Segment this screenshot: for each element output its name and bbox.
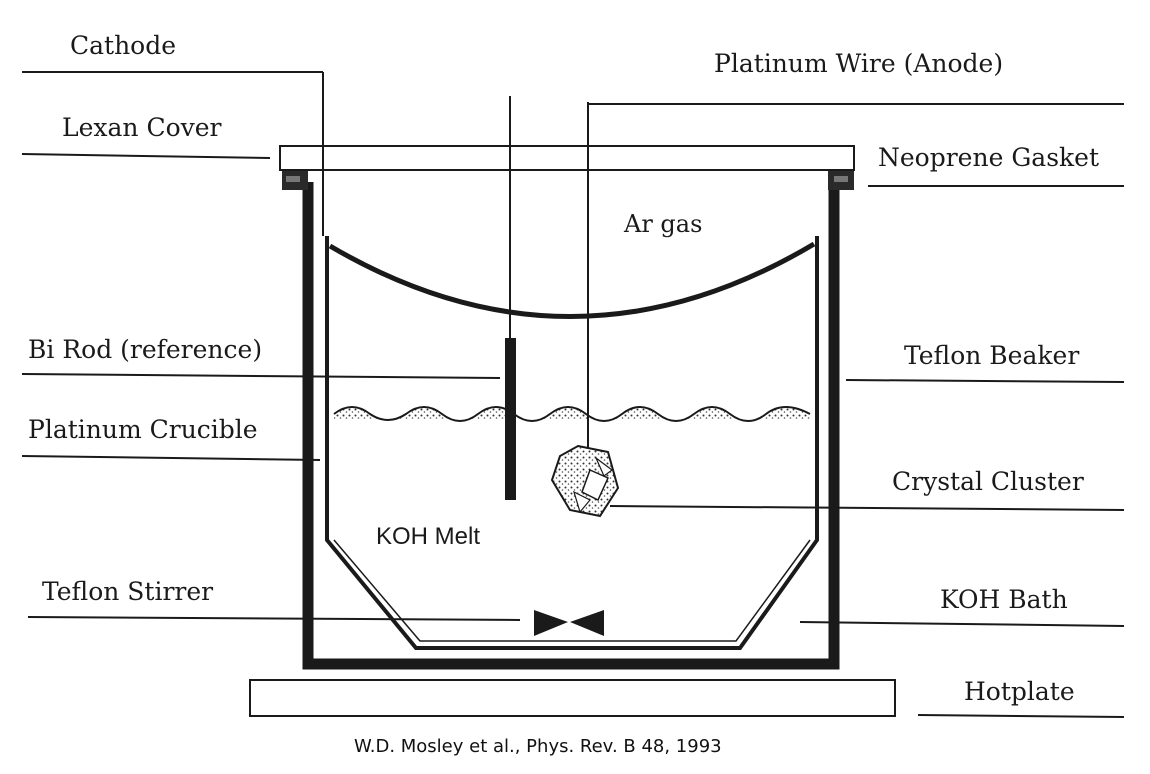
lexan-cover [279, 145, 855, 171]
leader-platinum-crucible [21, 455, 321, 461]
leader-teflon-stirrer [27, 616, 521, 621]
label-cathode: Cathode [70, 31, 176, 60]
label-hotplate: Hotplate [964, 677, 1075, 706]
melt-surface-fill [334, 407, 810, 421]
crystal-cluster [550, 444, 620, 518]
leader-hotplate [917, 714, 1125, 718]
label-teflon-stirrer: Teflon Stirrer [42, 577, 213, 606]
leader-crystal-cluster [609, 505, 1125, 511]
label-lexan-cover: Lexan Cover [62, 113, 222, 142]
label-koh-melt: KOH Melt [376, 523, 480, 550]
leader-teflon-beaker [845, 379, 1125, 383]
label-teflon-beaker: Teflon Beaker [904, 341, 1079, 370]
label-platinum-wire: Platinum Wire (Anode) [714, 49, 1003, 78]
leader-platinum-wire [587, 103, 1124, 112]
label-koh-bath: KOH Bath [940, 585, 1068, 614]
leader-lexan-cover [21, 153, 271, 159]
leader-koh-bath [799, 621, 1125, 627]
label-bi-rod: Bi Rod (reference) [28, 335, 262, 364]
melt-surface [333, 406, 811, 422]
teflon-stirrer [534, 610, 568, 636]
label-platinum-crucible: Platinum Crucible [28, 415, 258, 444]
ar-gas-dome [328, 241, 816, 319]
label-crystal-cluster: Crystal Cluster [892, 467, 1084, 496]
label-ar-gas: Ar gas [623, 210, 702, 238]
label-neoprene-gasket: Neoprene Gasket [878, 143, 1099, 172]
bi-rod [505, 338, 516, 500]
teflon-beaker [302, 182, 840, 670]
leader-bi-rod [21, 373, 501, 379]
citation: W.D. Mosley et al., Phys. Rev. B 48, 199… [354, 736, 722, 757]
hotplate [249, 679, 896, 717]
platinum-crucible [325, 236, 819, 650]
